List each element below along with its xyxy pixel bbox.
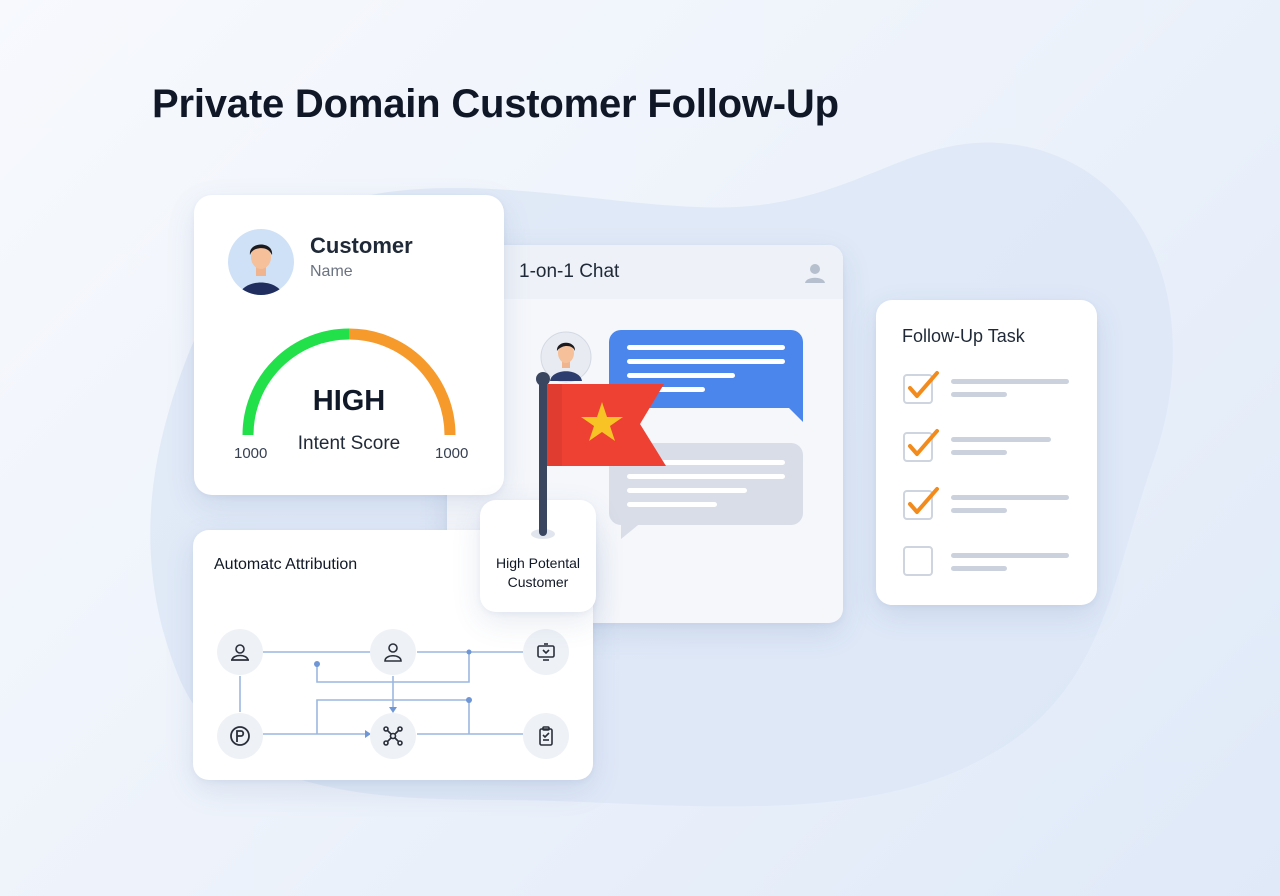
badge-line-1: High Potental xyxy=(495,555,581,571)
gauge-min-label: 1000 xyxy=(234,445,268,462)
user-icon xyxy=(384,643,402,662)
chat-header: 1-on-1 Chat xyxy=(447,245,843,299)
intent-level: HIGH xyxy=(312,385,386,417)
user-group-icon xyxy=(231,644,249,661)
checked-checkbox-icon[interactable] xyxy=(903,486,945,522)
customer-subtitle: Name xyxy=(310,263,353,280)
attribution-node-user[interactable] xyxy=(370,629,416,675)
task-text-line xyxy=(951,553,1069,558)
customer-title: Customer xyxy=(310,233,413,258)
clipboard-icon xyxy=(539,726,553,746)
intent-score-label: Intent Score xyxy=(297,433,401,454)
badge-text: High Potental Customer xyxy=(480,554,596,592)
checked-checkbox-icon[interactable] xyxy=(903,370,945,406)
unchecked-checkbox-icon[interactable] xyxy=(903,544,945,580)
high-potential-badge[interactable]: High Potental Customer xyxy=(480,500,596,612)
task-text-line xyxy=(951,437,1051,442)
follow-up-task-card[interactable]: Follow-Up Task xyxy=(876,300,1097,605)
task-text-line xyxy=(951,379,1069,384)
task-item[interactable] xyxy=(903,370,1083,410)
intent-score-gauge xyxy=(242,328,456,436)
network-icon xyxy=(383,726,403,746)
attribution-node-screen[interactable] xyxy=(523,629,569,675)
customer-card[interactable]: Customer Name HIGH Intent Score 1000 100… xyxy=(194,195,504,495)
task-text-line xyxy=(951,495,1069,500)
task-text-line xyxy=(951,392,1007,397)
flag-icon xyxy=(531,372,666,539)
attribution-flow-lines xyxy=(239,649,523,738)
attribution-node-network[interactable] xyxy=(370,713,416,759)
task-item[interactable] xyxy=(903,486,1083,526)
task-item[interactable] xyxy=(903,428,1083,468)
p-circle-icon xyxy=(230,726,250,746)
gauge-max-label: 1000 xyxy=(435,445,469,462)
task-text-line xyxy=(951,450,1007,455)
screen-icon xyxy=(537,643,555,661)
attribution-node-users[interactable] xyxy=(217,629,263,675)
task-title: Follow-Up Task xyxy=(902,326,1025,346)
attribution-title: Automatc Attribution xyxy=(214,556,358,573)
attribution-node-clipboard[interactable] xyxy=(523,713,569,759)
avatar xyxy=(228,229,294,295)
page-title: Private Domain Customer Follow-Up xyxy=(152,82,839,126)
attribution-node-payment[interactable] xyxy=(217,713,263,759)
task-text-line xyxy=(951,566,1007,571)
checked-checkbox-icon[interactable] xyxy=(903,428,945,464)
chat-title: 1-on-1 Chat xyxy=(519,261,620,282)
task-item[interactable] xyxy=(903,544,1083,584)
task-text-line xyxy=(951,508,1007,513)
chat-avatar xyxy=(540,331,592,383)
user-icon[interactable] xyxy=(803,261,827,285)
badge-line-2: Customer xyxy=(507,574,569,590)
